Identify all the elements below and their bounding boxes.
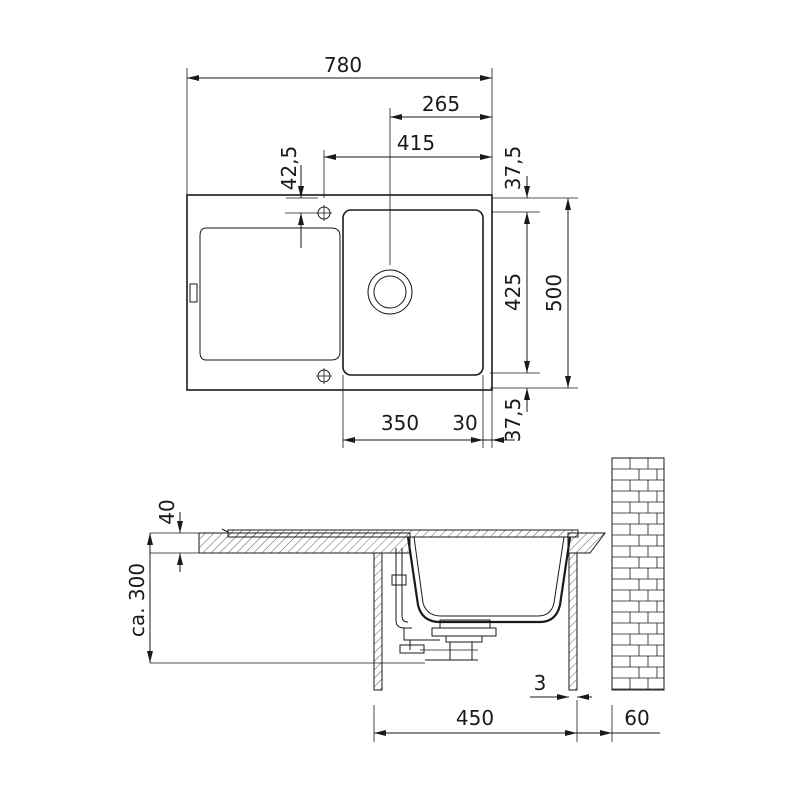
side-view: 40 ca. 300 3 450 60 bbox=[125, 457, 665, 742]
top-view: 780 265 415 42,5 37,5 425 500 bbox=[186, 53, 578, 448]
sink-outline bbox=[186, 194, 493, 391]
sink-rim bbox=[227, 529, 579, 538]
drain-outer bbox=[367, 269, 413, 315]
dim-overall-depth: 500 bbox=[542, 274, 566, 312]
dim-bowl-inner-width: 350 bbox=[381, 411, 419, 435]
dim-bowl-width-outer: 415 bbox=[397, 131, 435, 155]
bowl-profile bbox=[406, 536, 572, 624]
dim-top-margin: 37,5 bbox=[501, 146, 525, 191]
overflow-pipe bbox=[395, 548, 412, 629]
dim-depth: ca. 300 bbox=[125, 563, 149, 637]
drain-inner bbox=[373, 275, 407, 309]
dim-bowl-depth: 425 bbox=[501, 273, 525, 311]
dim-wall-offset: 60 bbox=[624, 706, 649, 730]
cabinet-side-right bbox=[568, 552, 578, 691]
bowl-inner-profile bbox=[413, 536, 565, 617]
tap-hole-top bbox=[316, 205, 332, 221]
dim-tap-hole-offset: 42,5 bbox=[277, 146, 301, 191]
dim-overall-width: 780 bbox=[324, 53, 362, 77]
dim-rim-height: 40 bbox=[155, 499, 179, 524]
cabinet-side-left bbox=[373, 552, 383, 691]
dim-bottom-margin: 37,5 bbox=[501, 398, 525, 443]
brick-wall bbox=[611, 457, 665, 691]
dim-cabinet-width: 450 bbox=[456, 706, 494, 730]
bowl-outline bbox=[342, 209, 484, 376]
tap-hole-bottom bbox=[316, 368, 332, 384]
dim-gap: 3 bbox=[534, 671, 547, 695]
overflow-slot bbox=[189, 283, 198, 303]
dim-rim-width: 30 bbox=[452, 411, 477, 435]
drain-trap bbox=[399, 619, 497, 661]
dim-drain-offset: 265 bbox=[422, 92, 460, 116]
drainer-area bbox=[199, 227, 341, 361]
